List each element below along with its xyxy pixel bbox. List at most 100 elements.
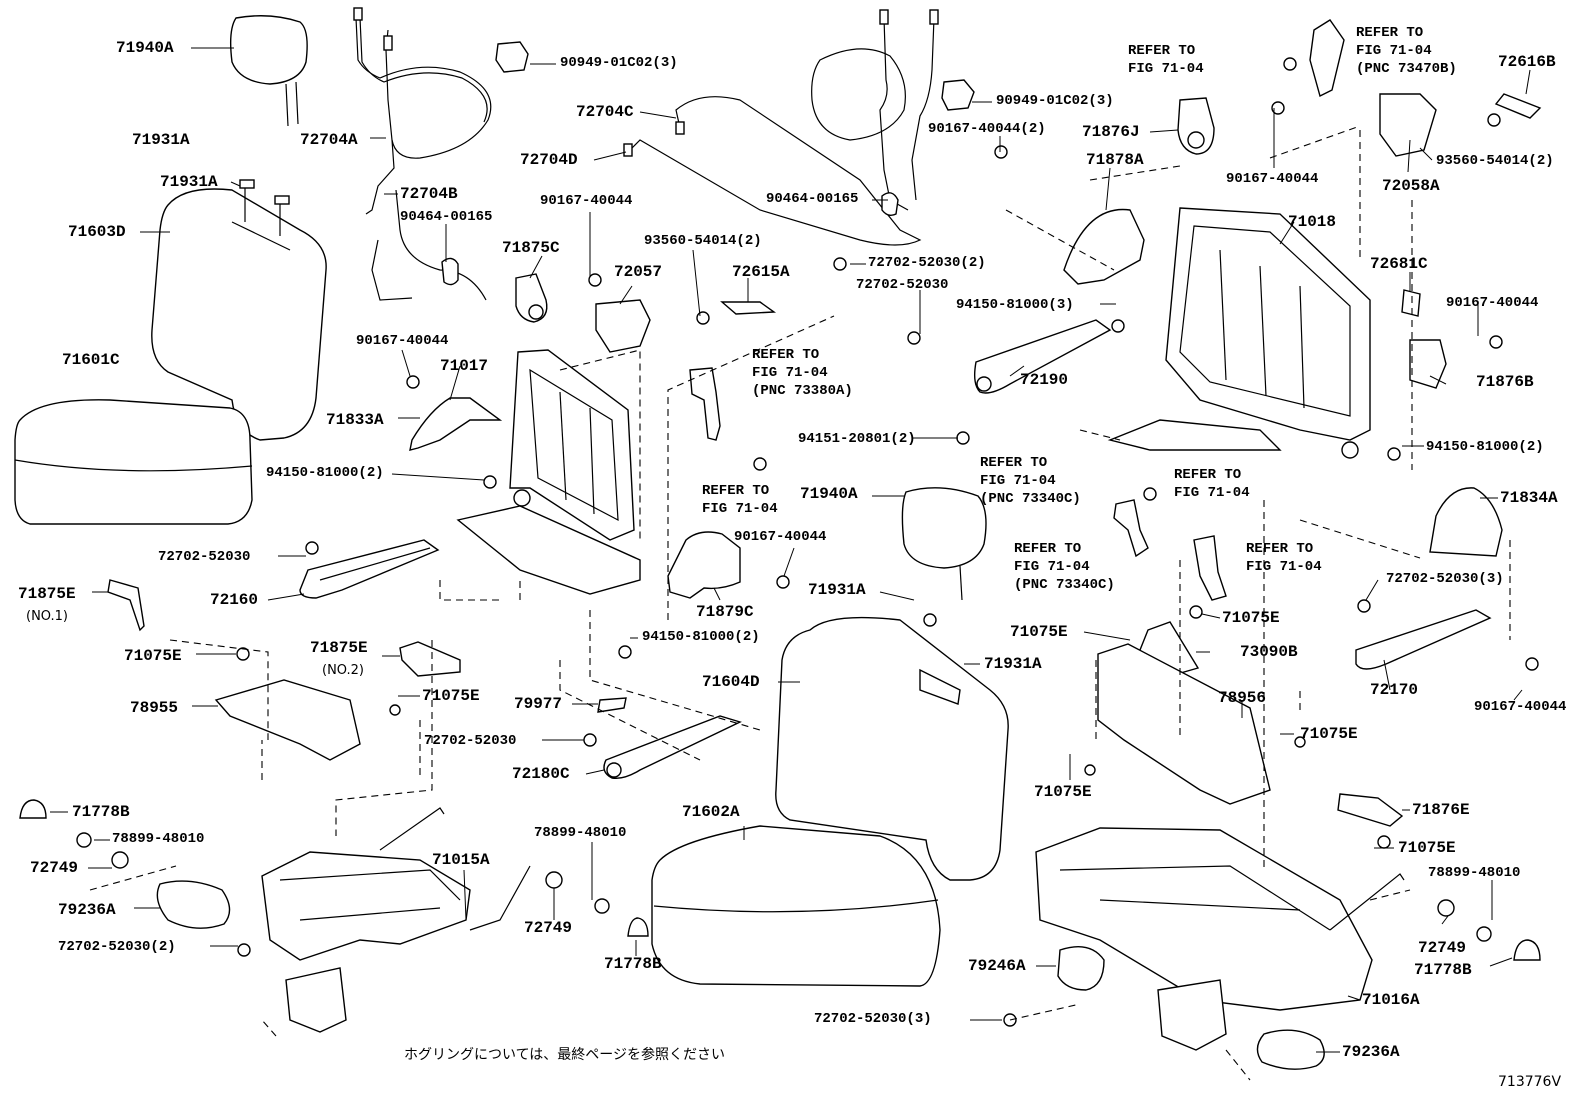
seatback-71604D bbox=[775, 616, 1009, 881]
label-72702-52030: 72702-52030(2) bbox=[868, 255, 986, 271]
label-71778B: 71778B bbox=[604, 955, 662, 973]
label-71075E: 71075E bbox=[1034, 783, 1092, 801]
label-71075E: 71075E bbox=[1010, 623, 1068, 641]
cap-71778B-left bbox=[19, 799, 47, 819]
label-72704C: 72704C bbox=[576, 103, 634, 121]
label-71778B: 71778B bbox=[72, 803, 130, 821]
label-90167-40044: 90167-40044(2) bbox=[928, 121, 1046, 137]
label-71075E: 71075E bbox=[1222, 609, 1280, 627]
bracket-71875E-no2 bbox=[399, 641, 461, 677]
label-93560-54014: 93560-54014(2) bbox=[644, 233, 762, 249]
label-71075E: 71075E bbox=[1398, 839, 1456, 857]
bolt-78899-48010-center bbox=[594, 898, 610, 914]
label-78899-48010: 78899-48010 bbox=[534, 825, 627, 841]
label-72704B: 72704B bbox=[400, 185, 458, 203]
bracket-72615A bbox=[720, 301, 777, 315]
label-90464-00165: 90464-00165 bbox=[766, 191, 859, 207]
label-71940A: 71940A bbox=[116, 39, 174, 57]
label-73090B: 73090B bbox=[1240, 643, 1298, 661]
cover-71834A bbox=[1429, 487, 1503, 557]
label-71016A: 71016A bbox=[1362, 991, 1420, 1009]
label-71875E: 71875E bbox=[310, 639, 368, 657]
label-94150-81000: 94150-81000(2) bbox=[266, 465, 384, 481]
label-72702-52030: 72702-52030(3) bbox=[814, 1011, 932, 1027]
track-72190 bbox=[973, 319, 1112, 394]
label-90167-40044: 90167-40044 bbox=[356, 333, 449, 349]
nut-72749-center bbox=[545, 871, 563, 889]
label-71875C: 71875C bbox=[502, 239, 560, 257]
hinge-71875C bbox=[515, 273, 548, 323]
seatbelt-73380A bbox=[689, 367, 721, 441]
label-72190: 72190 bbox=[1020, 371, 1069, 389]
label-no2: (NO.2) bbox=[322, 663, 364, 678]
pad-79977 bbox=[597, 697, 627, 713]
label-94150-81000: 94150-81000(3) bbox=[956, 297, 1074, 313]
refer-to-fig-71-04-pnc-73470B: REFER TO FIG 71-04 (PNC 73470B) bbox=[1356, 25, 1457, 78]
support-78955 bbox=[214, 679, 361, 761]
label-71878A: 71878A bbox=[1086, 151, 1144, 169]
label-71075E: 71075E bbox=[422, 687, 480, 705]
label-79236A: 79236A bbox=[1342, 1043, 1400, 1061]
cover-71833A bbox=[409, 397, 503, 451]
label-71015A: 71015A bbox=[432, 851, 490, 869]
refer-to-fig-71-04-pnc-73340C: REFER TO FIG 71-04 (PNC 73340C) bbox=[1014, 541, 1115, 594]
label-90949-01C02: 90949-01C02(3) bbox=[560, 55, 678, 71]
label-79236A: 79236A bbox=[58, 901, 116, 919]
rod-center bbox=[469, 865, 531, 931]
label-72702-52030: 72702-52030 bbox=[158, 549, 251, 565]
label-94151-20801: 94151-20801(2) bbox=[798, 431, 916, 447]
label-72704A: 72704A bbox=[300, 131, 358, 149]
label-71017: 71017 bbox=[440, 357, 489, 375]
leader-lines bbox=[50, 47, 1531, 1053]
seatbelt-73340C-a bbox=[1113, 499, 1149, 558]
label-72616B: 72616B bbox=[1498, 53, 1556, 71]
hinge-71876J bbox=[1177, 97, 1215, 155]
bracket-71875E-no1 bbox=[107, 579, 145, 632]
label-71604D: 71604D bbox=[702, 673, 760, 691]
label-71601C: 71601C bbox=[62, 351, 120, 369]
label-72681C: 72681C bbox=[1370, 255, 1428, 273]
bracket-72616B bbox=[1494, 93, 1542, 119]
seat-frame-71016A bbox=[1035, 827, 1405, 1051]
label-78899-48010: 78899-48010 bbox=[112, 831, 205, 847]
track-72170 bbox=[1355, 609, 1492, 670]
seatbelt-73470B bbox=[1309, 19, 1345, 98]
label-72170: 72170 bbox=[1370, 681, 1419, 699]
label-90167-40044: 90167-40044 bbox=[1474, 699, 1567, 715]
label-72180C: 72180C bbox=[512, 765, 570, 783]
label-71879C: 71879C bbox=[696, 603, 754, 621]
label-72702-52030: 72702-52030 bbox=[856, 277, 949, 293]
support-78956 bbox=[1097, 643, 1271, 805]
refer-to-fig-71-04: REFER TO FIG 71-04 bbox=[1128, 43, 1204, 78]
cover-79236A-left bbox=[156, 880, 231, 929]
nut-72749-left bbox=[111, 851, 129, 869]
bolt-78899-48010-right bbox=[1476, 926, 1492, 942]
label-71876E: 71876E bbox=[1412, 801, 1470, 819]
label-71931A: 71931A bbox=[984, 655, 1042, 673]
cap-71778B-center bbox=[627, 917, 649, 937]
label-94150-81000: 94150-81000(2) bbox=[1426, 439, 1544, 455]
label-78899-48010: 78899-48010 bbox=[1428, 865, 1521, 881]
label-93560-54014: 93560-54014(2) bbox=[1436, 153, 1554, 169]
seatback-frame-71018 bbox=[1107, 207, 1371, 459]
bracket-72681C bbox=[1401, 289, 1421, 317]
refer-to-fig-71-04: REFER TO FIG 71-04 bbox=[1246, 541, 1322, 576]
label-71833A: 71833A bbox=[326, 411, 384, 429]
cover-79246A bbox=[1057, 946, 1105, 991]
cover-71876B bbox=[1409, 339, 1447, 389]
label-71778B: 71778B bbox=[1414, 961, 1472, 979]
bracket-72057 bbox=[595, 299, 651, 353]
label-71940A: 71940A bbox=[800, 485, 858, 503]
refer-to-fig-71-04: REFER TO FIG 71-04 bbox=[702, 483, 778, 518]
cable-72704C bbox=[623, 9, 939, 246]
track-72180C bbox=[603, 715, 742, 780]
seat-cushion-71601C bbox=[14, 399, 253, 525]
track-72160 bbox=[299, 539, 440, 599]
cap-71778B-right bbox=[1513, 939, 1541, 961]
label-71931A: 71931A bbox=[160, 173, 218, 191]
label-72702-52030: 72702-52030(2) bbox=[58, 939, 176, 955]
refer-to-fig-71-04-pnc-73340C: REFER TO FIG 71-04 (PNC 73340C) bbox=[980, 455, 1081, 508]
label-71834A: 71834A bbox=[1500, 489, 1558, 507]
label-90167-40044: 90167-40044 bbox=[734, 529, 827, 545]
bolt-78899-48010-left bbox=[76, 832, 92, 848]
